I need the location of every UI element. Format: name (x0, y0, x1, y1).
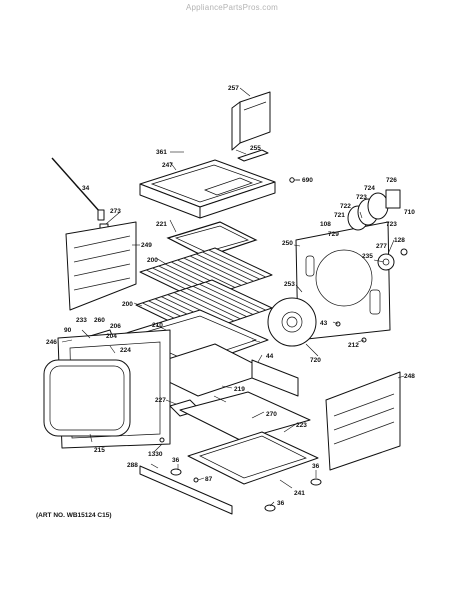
part-36-leveler-a[interactable] (170, 468, 182, 476)
callout-246: 246 (46, 339, 57, 346)
callout-255: 255 (250, 145, 261, 152)
rack-wire (202, 251, 260, 280)
art-number: (ART NO. WB15124 C15) (36, 512, 112, 519)
callout-36b: 36 (312, 463, 320, 470)
callout-241: 241 (294, 490, 305, 497)
rack-wire (192, 285, 254, 315)
callout-257: 257 (228, 85, 239, 92)
callout-224: 224 (120, 347, 131, 354)
part-288-drawer-rail[interactable] (139, 465, 233, 515)
callout-723b: 723 (386, 221, 397, 228)
callout-36c: 36 (277, 500, 285, 507)
part-36-leveler-c[interactable] (264, 504, 276, 512)
callout-690: 690 (302, 177, 313, 184)
callout-36a: 36 (172, 457, 180, 464)
callout-247: 247 (162, 162, 173, 169)
callout-260: 260 (94, 317, 105, 324)
leader-lines (61, 87, 405, 507)
rack-wire (199, 283, 260, 313)
part-249-left-side-panel[interactable] (65, 221, 137, 311)
callout-87: 87 (205, 476, 213, 483)
part-36-leveler-b[interactable] (310, 478, 322, 486)
part-221-broil-element[interactable] (166, 221, 258, 258)
rack-wire (189, 255, 248, 284)
part-87-screw[interactable] (193, 477, 199, 483)
callout-729: 729 (328, 231, 339, 238)
callout-221: 221 (156, 221, 167, 228)
callout-200a: 200 (147, 257, 158, 264)
rack-wire (183, 257, 242, 286)
rack-wire (173, 292, 235, 322)
callout-90: 90 (64, 327, 72, 334)
callout-212: 212 (348, 342, 359, 349)
rack-wire (205, 281, 266, 311)
callout-233: 233 (76, 317, 87, 324)
callout-277: 277 (376, 243, 387, 250)
part-726-convection-motor[interactable] (347, 189, 401, 231)
callout-722: 722 (340, 203, 351, 210)
part-720-fan-baffle[interactable] (267, 297, 317, 347)
part-128-washer[interactable] (400, 248, 408, 256)
callout-726: 726 (386, 177, 397, 184)
callout-108: 108 (320, 221, 331, 228)
part-1330-screw[interactable] (159, 437, 165, 443)
callout-206: 206 (110, 323, 121, 330)
callout-288: 288 (127, 462, 138, 469)
part-247-oven-top[interactable] (139, 159, 276, 219)
rack-wire (196, 253, 254, 282)
part-255-bracket[interactable] (237, 149, 269, 162)
callout-720: 720 (310, 357, 321, 364)
part-215-door-glass[interactable] (43, 359, 131, 437)
callout-labels: 257 361 247 255 690 34 273 249 221 200 2… (46, 85, 415, 507)
rack-wire (180, 290, 241, 320)
part-34-sensor[interactable] (51, 157, 105, 221)
callout-249: 249 (141, 242, 152, 249)
callout-44: 44 (266, 353, 274, 360)
rack-wire (208, 249, 267, 278)
callout-1330: 1330 (148, 451, 163, 458)
rack-wire (177, 259, 236, 288)
callout-210: 210 (152, 322, 163, 329)
callout-219: 219 (234, 386, 245, 393)
callout-270: 270 (266, 411, 277, 418)
callout-215: 215 (94, 447, 105, 454)
part-235-fan-blade[interactable] (377, 253, 395, 271)
callout-253: 253 (284, 281, 295, 288)
callout-361: 361 (156, 149, 167, 156)
part-223-drawer-pan[interactable] (187, 431, 319, 485)
callout-273: 273 (110, 208, 121, 215)
callout-43: 43 (320, 320, 328, 327)
callout-223: 223 (296, 422, 307, 429)
part-44-duct[interactable] (251, 359, 299, 397)
callout-710: 710 (404, 209, 415, 216)
callout-250: 250 (282, 240, 293, 247)
callout-204: 204 (106, 333, 117, 340)
callout-724: 724 (364, 185, 375, 192)
callout-248: 248 (404, 373, 415, 380)
callout-128: 128 (394, 237, 405, 244)
watermark-text: AppliancePartsPros.com (186, 3, 278, 12)
callout-235: 235 (362, 253, 373, 260)
callout-227: 227 (155, 397, 166, 404)
part-248-right-side-panel[interactable] (325, 371, 401, 471)
callout-721: 721 (334, 212, 345, 219)
callout-723a: 723 (356, 194, 367, 201)
part-257-vent-trim[interactable] (231, 91, 271, 151)
callout-34: 34 (82, 185, 90, 192)
part-270-drawer-liner[interactable] (179, 391, 311, 441)
rack-wire (186, 287, 247, 318)
callout-200b: 200 (122, 301, 133, 308)
